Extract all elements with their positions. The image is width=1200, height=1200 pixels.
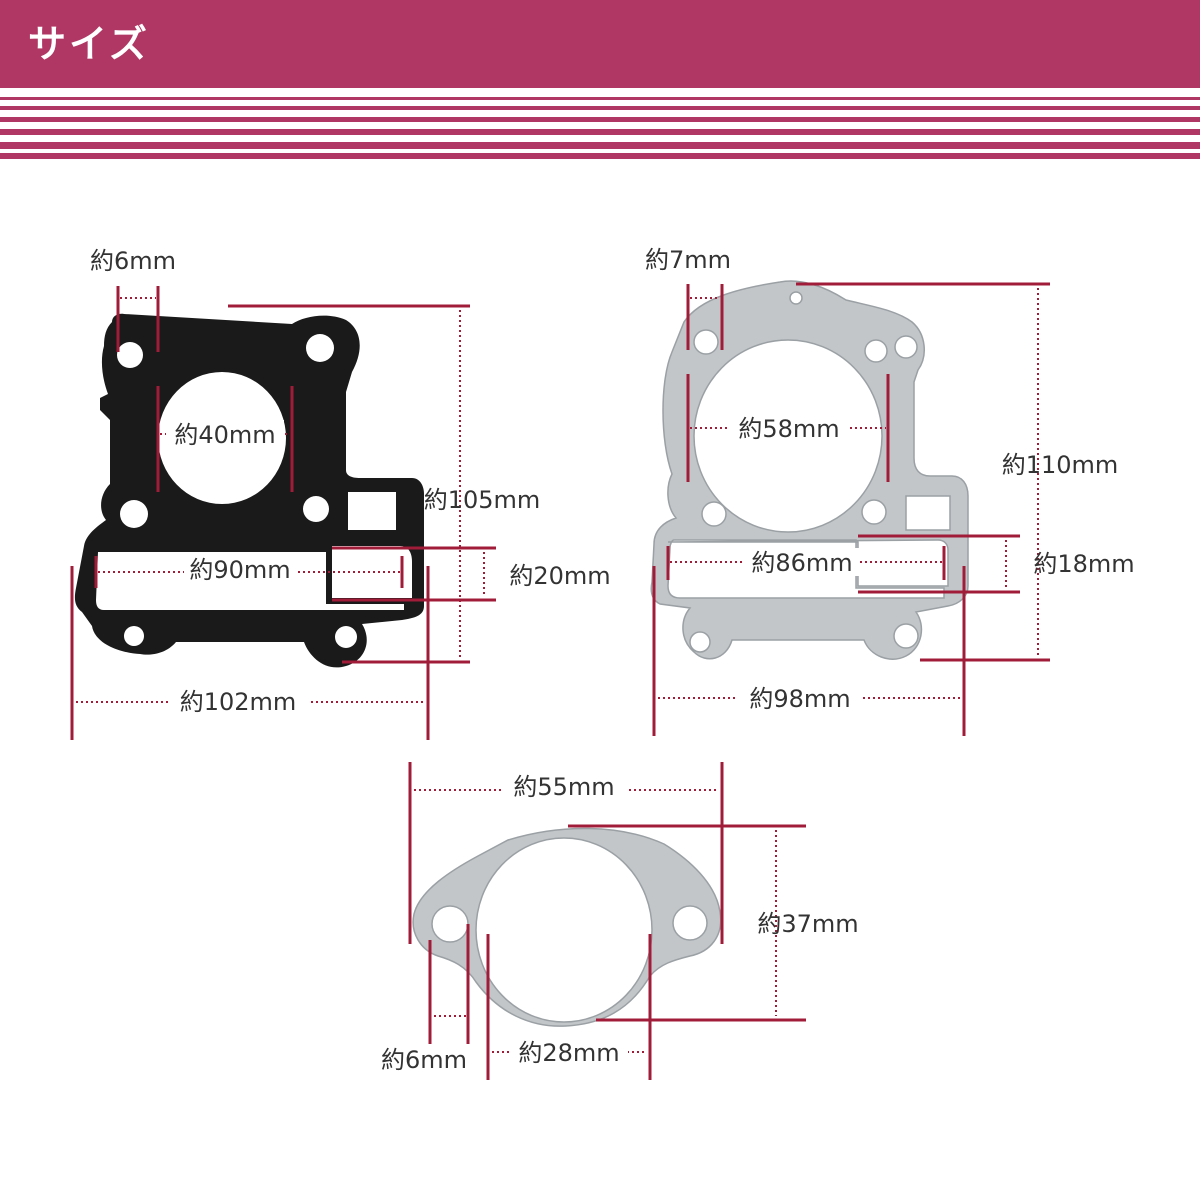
banner-stripe <box>0 142 1200 149</box>
base-slot-height-label: 約18mm <box>1033 550 1134 578</box>
label-background <box>738 684 862 712</box>
banner-stripe <box>0 97 1200 100</box>
flange-height-label: 約37mm <box>757 910 858 938</box>
banner-stripe <box>0 153 1200 159</box>
head-height-label: 約105mm <box>424 486 541 514</box>
flange-gasket <box>412 827 722 1027</box>
dimension-labels: 約6mm 約40mm 約105mm 約90mm 約20mm 約102mm 約7m… <box>90 246 1135 1074</box>
head-gasket-body <box>74 313 424 668</box>
label-background <box>730 414 848 442</box>
base-slot-length-label: 約86mm <box>751 549 852 577</box>
banner-stripe <box>0 106 1200 110</box>
label-background <box>166 420 284 448</box>
head-overall-width-label: 約102mm <box>180 688 297 716</box>
flange-overall-width-label: 約55mm <box>513 773 614 801</box>
head-gasket <box>74 313 424 668</box>
label-background <box>510 1038 628 1066</box>
head-bore-label: 約40mm <box>174 421 275 449</box>
head-slot-length-label: 約90mm <box>189 556 290 584</box>
flange-bore-label: 約28mm <box>518 1039 619 1067</box>
banner-stripe <box>0 117 1200 122</box>
base-gasket <box>650 280 969 660</box>
flange-gasket-body <box>412 827 722 1027</box>
head-hole-width-label: 約6mm <box>90 247 176 275</box>
base-overall-width-label: 約98mm <box>749 685 850 713</box>
label-background <box>184 556 296 584</box>
base-height-label: 約110mm <box>1002 451 1119 479</box>
title-banner: サイズ <box>0 0 1200 88</box>
base-gasket-body <box>650 280 969 660</box>
page-title: サイズ <box>28 22 150 66</box>
base-bore-label: 約58mm <box>738 415 839 443</box>
label-background <box>502 772 626 800</box>
flange-hole-width-label: 約6mm <box>381 1046 467 1074</box>
banner-stripe <box>0 129 1200 135</box>
label-background <box>744 548 860 576</box>
label-background <box>168 686 308 714</box>
base-hole-width-label: 約7mm <box>645 246 731 274</box>
head-slot-height-label: 約20mm <box>509 562 610 590</box>
